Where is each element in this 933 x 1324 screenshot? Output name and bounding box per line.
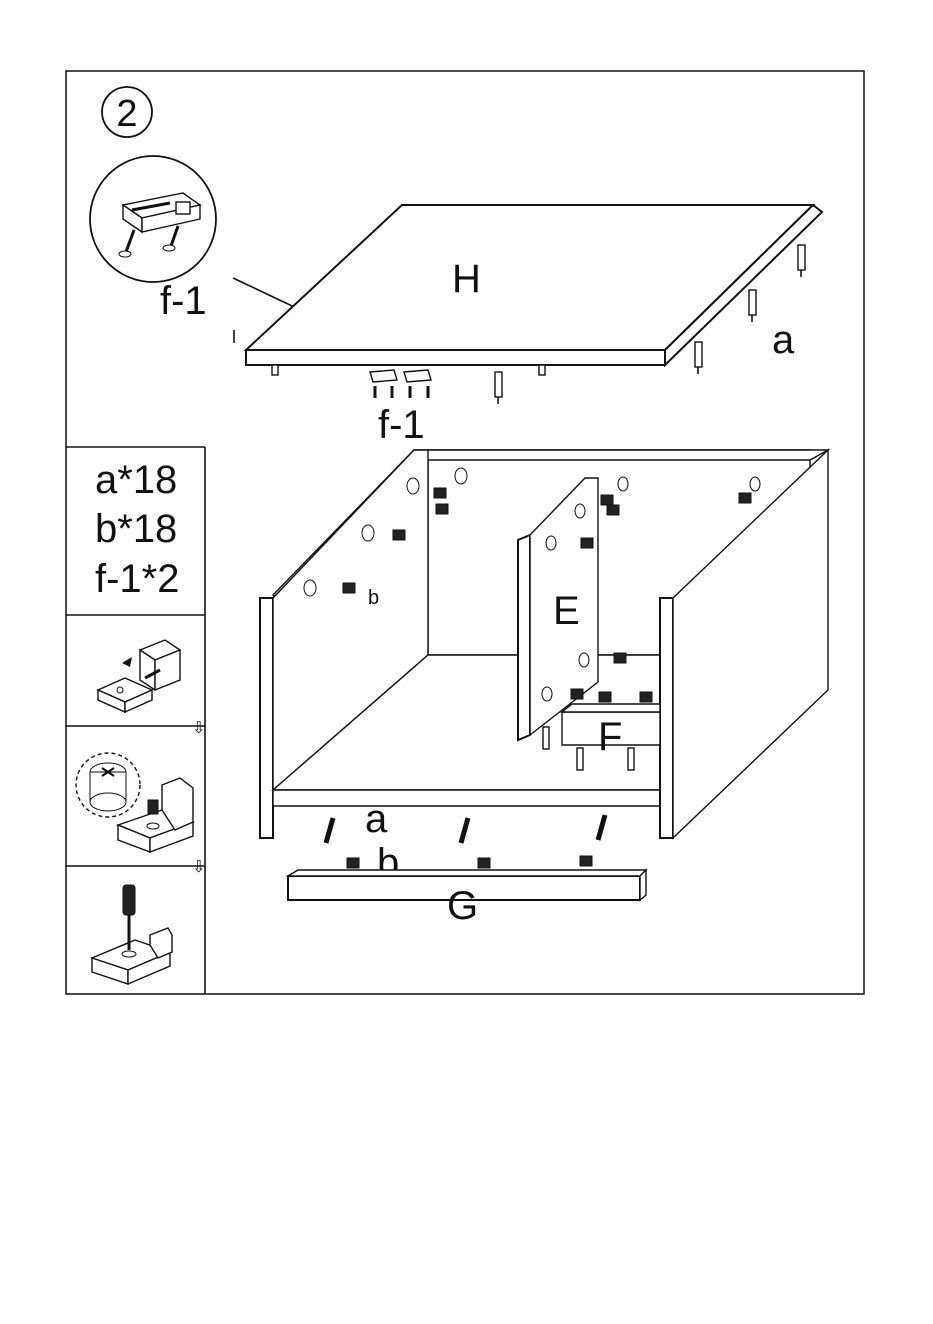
panel-G: G: [288, 870, 646, 928]
count-b: b*18: [95, 507, 177, 551]
dowel-a-bottom-label: a: [365, 797, 388, 841]
count-f1: f-1*2: [95, 557, 180, 601]
f1-brackets: [370, 370, 431, 398]
screwdriver-icon: [92, 885, 172, 984]
dowel-a-top-label: a: [772, 318, 795, 362]
step-badge: 2: [102, 87, 152, 137]
dowel-insert-icon: [98, 640, 180, 712]
hardware-counts: a*18 b*18 f-1*2: [95, 458, 180, 601]
panel-F-label: F: [598, 715, 622, 759]
magnified-bracket-icon: [90, 156, 216, 282]
panel-H-label: H: [452, 257, 481, 301]
cam-lock-icon: [76, 753, 193, 852]
bracket-f1-label: f-1: [378, 403, 425, 447]
down-arrow-icon-2: ⇩: [192, 859, 205, 876]
panel-H: H: [246, 205, 822, 365]
count-a: a*18: [95, 458, 177, 502]
step-number: 2: [116, 93, 137, 135]
detail-f1-label: f-1: [160, 279, 207, 323]
down-arrow-icon: ⇩: [192, 720, 205, 737]
panel-E-label: E: [553, 589, 580, 633]
panel-G-label: G: [447, 884, 478, 928]
cam-b-label: b: [368, 587, 379, 609]
